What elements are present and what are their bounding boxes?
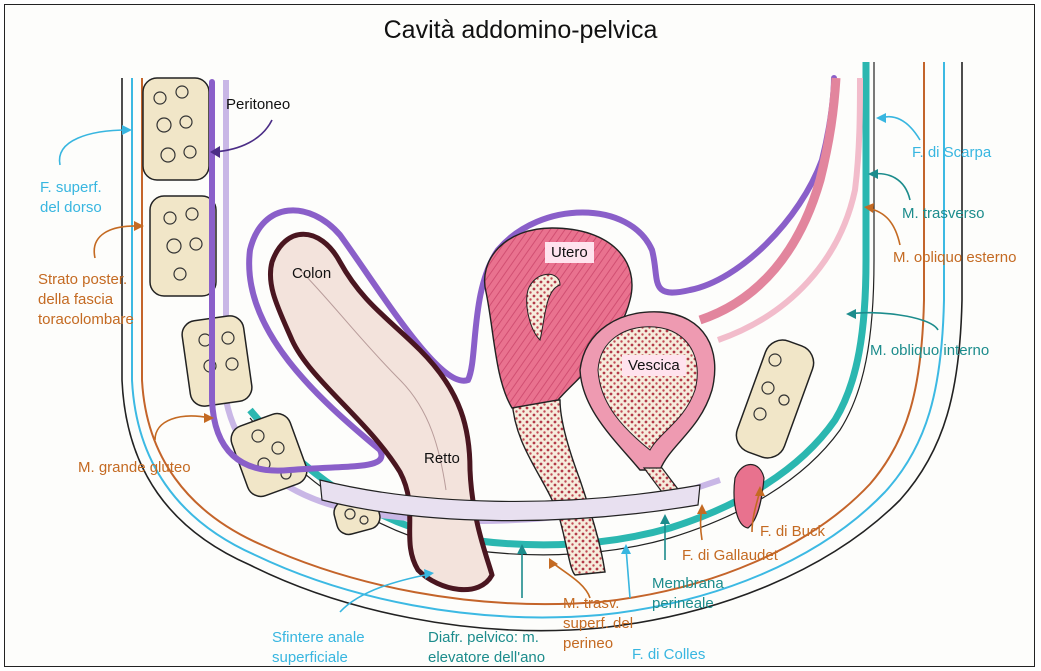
membrana-line2: perineale [652, 594, 724, 614]
obliquo-esterno-label: M. obliquo esterno [893, 248, 1016, 268]
strato-line1: Strato poster. [38, 270, 134, 290]
vescica-label: Vescica [622, 355, 686, 376]
crus [734, 465, 764, 529]
strato-poster-label: Strato poster. della fascia toracolombar… [38, 270, 134, 330]
buck-label: F. di Buck [760, 522, 825, 542]
diafr-line2: elevatore dell'ano [428, 648, 545, 668]
f-superf-dorso-label: F. superf. del dorso [40, 178, 102, 218]
vagina [512, 400, 605, 575]
abdominal-wall-pink [700, 78, 836, 320]
sfintere-line2: superficiale [272, 648, 365, 668]
obliquo-interno-label: M. obliquo interno [870, 341, 989, 361]
colon-retto [270, 234, 492, 589]
membrana-perineale-label: Membrana perineale [652, 574, 724, 614]
gallaudet-label: F. di Gallaudet [682, 546, 778, 566]
colon-label: Colon [292, 265, 331, 282]
strato-line2: della fascia [38, 290, 134, 310]
utero-label: Utero [545, 242, 594, 263]
grande-gluteo-label: M. grande gluteo [78, 458, 191, 478]
trasverso-label: M. trasverso [902, 204, 985, 224]
sfintere-label: Sfintere anale superficiale [272, 628, 365, 668]
retto-label: Retto [424, 450, 460, 467]
strato-line3: toracolombare [38, 310, 134, 330]
m-trasv-label: M. trasv. superf. del perineo [563, 594, 633, 654]
colles-label: F. di Colles [632, 645, 705, 665]
trasv-line3: perineo [563, 634, 633, 654]
sfintere-line1: Sfintere anale [272, 628, 365, 648]
membrana-line1: Membrana [652, 574, 724, 594]
trasv-line1: M. trasv. [563, 594, 633, 614]
peritoneo-label: Peritoneo [226, 95, 290, 115]
trasv-line2: superf. del [563, 614, 633, 634]
diafr-pelvico-label: Diafr. pelvico: m. elevatore dell'ano [428, 628, 545, 668]
diafr-line1: Diafr. pelvico: m. [428, 628, 545, 648]
f-superf-dorso-line1: F. superf. [40, 178, 102, 198]
scarpa-label: F. di Scarpa [912, 143, 991, 163]
f-superf-dorso-line2: del dorso [40, 198, 102, 218]
